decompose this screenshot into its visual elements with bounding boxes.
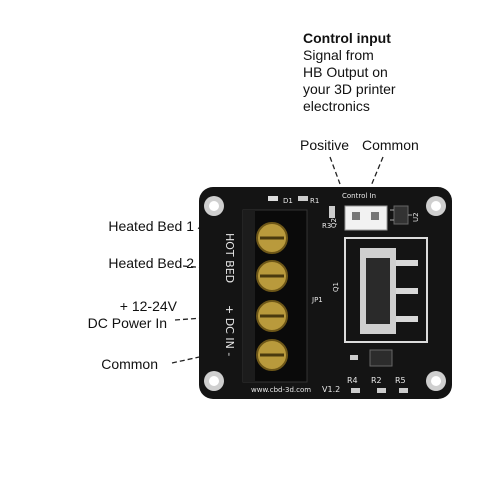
leader-common-header (370, 156, 384, 187)
common-header-label: Common (362, 137, 419, 153)
silk-q1: Q1 (332, 282, 340, 292)
mounting-hole-icon (431, 201, 441, 211)
silk-u2: U2 (412, 212, 420, 222)
chip-bottom (369, 349, 393, 367)
terminal-screws (256, 222, 288, 371)
mosfet-leg (396, 288, 418, 294)
control-input-title: Control input (303, 30, 391, 46)
mounting-holes (204, 196, 446, 391)
resistor-r1 (298, 196, 308, 201)
control-connector (344, 205, 388, 231)
connector-pin-icon (371, 212, 379, 220)
control-input-line: your 3D printer (303, 81, 396, 97)
silk-r2: R2 (371, 376, 382, 385)
mosfet-body (366, 258, 390, 324)
heated-bed-2-label: Heated Bed 2 (108, 255, 194, 271)
control-input-line: electronics (303, 98, 370, 114)
control-input-line: Signal from (303, 47, 374, 63)
mosfet-outline (344, 237, 428, 343)
silk-dc-in: + DC IN - (223, 305, 236, 356)
mosfet-leg (396, 260, 418, 266)
leader-positive (329, 156, 341, 185)
resistor-r5 (399, 388, 408, 393)
connector-pin-icon (352, 212, 360, 220)
chip-u2 (393, 205, 409, 225)
mounting-hole-icon (431, 376, 441, 386)
silk-q2: Q2 (330, 218, 338, 228)
silk-jp1: JP1 (311, 296, 323, 304)
silk-control-in: Control In (342, 192, 376, 200)
terminal-block-side (243, 210, 255, 382)
led-d1 (268, 196, 278, 201)
power-label-line2: DC Power In (87, 315, 167, 331)
silk-d1: D1 (283, 197, 293, 205)
silk-hot-bed: HOT BED (223, 233, 236, 283)
silk-r1: R1 (310, 197, 319, 205)
silk-r5: R5 (395, 376, 406, 385)
resistor-r2 (377, 388, 386, 393)
mounting-hole-icon (209, 201, 219, 211)
resistor-r3 (329, 206, 335, 218)
silk-website: www.cbd-3d.com (251, 386, 311, 394)
control-input-line: HB Output on (303, 64, 388, 80)
heated-bed-1-label: Heated Bed 1 (108, 218, 194, 234)
mounting-hole-icon (209, 376, 219, 386)
positive-label: Positive (300, 137, 350, 153)
control-input-annotation: Control input Signal from HB Output on y… (303, 30, 396, 115)
silk-r3: R3 (322, 222, 331, 230)
power-label-line1: + 12-24V (119, 298, 177, 314)
silk-r4: R4 (347, 376, 358, 385)
silk-version: V1.2 (322, 385, 340, 394)
common-side-label: Common (101, 356, 158, 372)
mosfet-leg (396, 316, 418, 322)
resistor-r4 (351, 388, 360, 393)
